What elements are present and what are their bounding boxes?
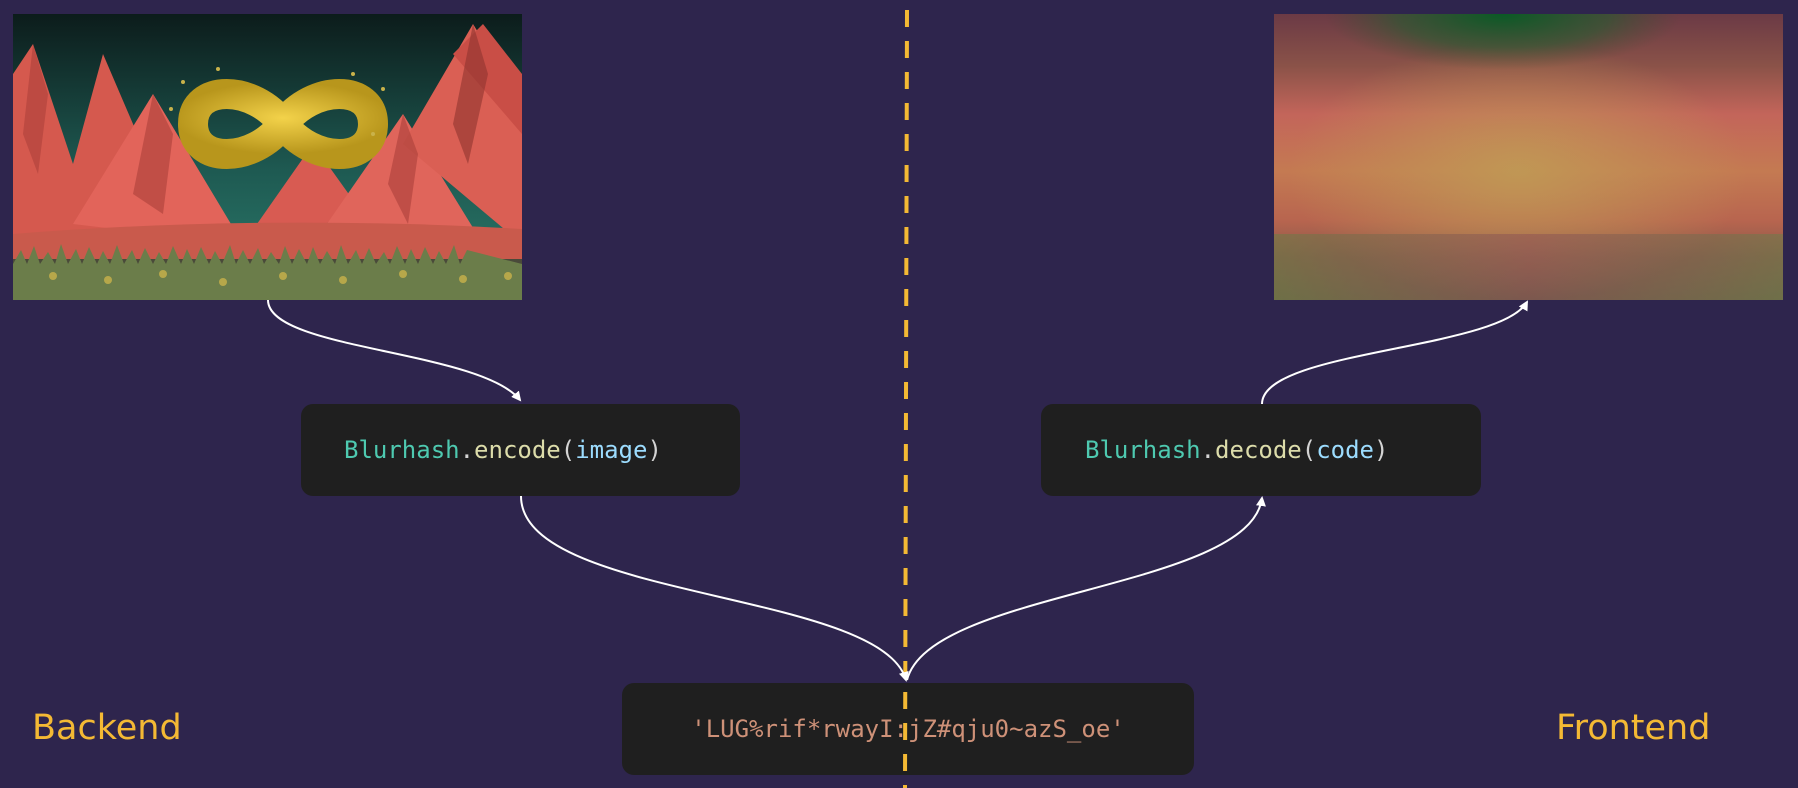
decode-open-paren: ( <box>1301 436 1317 464</box>
encode-code-box: Blurhash.encode(image) <box>301 404 740 496</box>
source-image <box>13 14 522 300</box>
arrow-encode-to-hash <box>520 495 909 682</box>
arrow-hash-to-decode <box>906 496 1266 681</box>
blurred-placeholder <box>1274 14 1783 300</box>
decode-dot: . <box>1200 436 1216 464</box>
decode-close-paren: ) <box>1374 436 1389 464</box>
mountains-infinity-illustration <box>13 14 522 300</box>
encode-dot: . <box>459 436 475 464</box>
backend-frontend-divider <box>903 9 909 788</box>
backend-label: Backend <box>32 708 182 748</box>
encode-argument: image <box>575 436 648 464</box>
decode-argument: code <box>1316 436 1374 464</box>
hash-string-box: 'LUG%rif*rwayI:jZ#qju0~azS_oe' <box>622 683 1194 775</box>
decode-class-name: Blurhash <box>1085 436 1201 464</box>
arrow-decode-to-blur <box>1261 300 1528 405</box>
encode-class-name: Blurhash <box>344 436 460 464</box>
encode-open-paren: ( <box>560 436 576 464</box>
blurred-image <box>1274 14 1783 300</box>
hash-string: 'LUG%rif*rwayI:jZ#qju0~azS_oe' <box>691 715 1125 743</box>
decode-method: decode <box>1215 436 1302 464</box>
encode-method: encode <box>474 436 561 464</box>
arrow-image-to-encode <box>267 299 522 402</box>
frontend-label: Frontend <box>1556 708 1711 748</box>
encode-close-paren: ) <box>647 436 662 464</box>
decode-code-box: Blurhash.decode(code) <box>1041 404 1481 496</box>
